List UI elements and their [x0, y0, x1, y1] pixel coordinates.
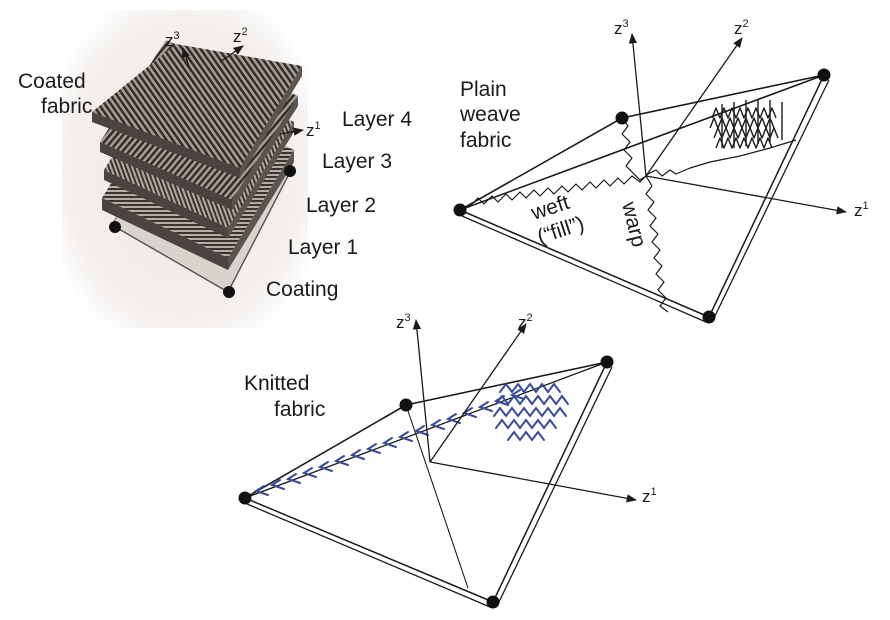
knit-z2-axis: [429, 323, 527, 463]
plain-edge-left-top: [459, 117, 623, 211]
knit-edge-bottom: [244, 497, 494, 603]
layer-4-label: Layer 4: [342, 108, 412, 131]
knit-z1-label: z1: [642, 486, 657, 506]
knit-z3-label: z3: [396, 312, 411, 332]
layer-3-label: Layer 3: [322, 150, 392, 173]
layer-4-top: [92, 44, 302, 168]
layer-4-side-right: [240, 66, 302, 178]
knit-stitch-row: [253, 389, 525, 496]
warp-yarn: [621, 117, 669, 313]
knit-edge-diag: [244, 361, 608, 499]
coated-title-line1: Coated: [18, 70, 86, 93]
plain-edge-top: [621, 74, 825, 119]
knit-edge-right: [492, 361, 608, 603]
knitted-panel: z3 z2 z1 Knitted fabric: [238, 312, 657, 609]
plain-title-line1: Plain: [460, 78, 507, 101]
coated-z2-label: z2: [233, 26, 248, 46]
weft-yarn: [469, 173, 649, 207]
knit-z1-axis: [429, 461, 638, 503]
knit-z3-axis: [412, 318, 431, 463]
knit-edge-inner: [405, 404, 469, 589]
knit-title-line1: Knitted: [244, 372, 309, 395]
knit-edge-left-top: [244, 404, 407, 499]
layer-3-side: [100, 142, 232, 210]
layer-1-side-right: [228, 150, 294, 270]
layer-1-label: Layer 1: [288, 236, 358, 259]
plain-edge-bottom-inner: [461, 215, 707, 323]
knit-edge-bottom-inner: [246, 503, 491, 608]
coating-label: Coating: [266, 278, 338, 301]
plain-edge-right: [708, 74, 825, 318]
plain-weave-panel: z3 z2 z1 Plain weave fabric weft (“fill”…: [453, 18, 869, 324]
coating-edge: [111, 224, 229, 293]
layer-3-side-right: [232, 96, 298, 210]
coated-node-bottom: [223, 286, 235, 298]
plain-z2-axis: [645, 37, 743, 177]
coating-edge-right: [227, 171, 291, 293]
coated-z1-axis: [279, 127, 305, 136]
plain-title-line2: weave: [459, 103, 521, 126]
plain-z1-label: z1: [854, 200, 869, 220]
plain-z3-label: z3: [614, 18, 629, 38]
coated-node-left: [109, 221, 121, 233]
knit-stitch-patch: [493, 382, 569, 442]
plain-z2-label: z2: [734, 18, 749, 38]
coated-node-right: [284, 165, 296, 177]
layer-4-side: [92, 112, 240, 178]
coated-fabric-panel: z3 z2 z1 Coated fabric Layer 4 Layer 3 L…: [18, 10, 412, 328]
plain-weave-patch: [709, 100, 783, 149]
layer-2-label: Layer 2: [306, 194, 376, 217]
coated-z1-label: z1: [306, 120, 321, 140]
warp-label: warp: [617, 199, 651, 250]
coated-z3-axis: [181, 47, 191, 71]
plain-edge-bottom: [459, 209, 710, 318]
coated-z3-label: z3: [165, 30, 180, 50]
coated-z2-axis: [219, 45, 244, 63]
layer-2-side: [104, 170, 228, 238]
plain-node-top: [615, 111, 629, 125]
plain-node-bottom: [702, 310, 716, 324]
knit-z2-label: z2: [518, 312, 533, 332]
plain-node-right: [817, 68, 831, 82]
plain-title-line3: fabric: [460, 129, 511, 152]
knit-node-right: [600, 355, 614, 369]
knit-node-left: [238, 491, 252, 505]
knit-title-line2: fabric: [274, 398, 325, 421]
coated-title-line2: fabric: [41, 95, 92, 118]
plain-edge-diag: [459, 74, 825, 211]
plain-node-left: [453, 203, 467, 217]
knit-node-bottom: [486, 595, 500, 609]
knit-node-top: [399, 398, 413, 412]
layer-1-side: [102, 198, 228, 270]
weft-yarn-right: [647, 139, 797, 177]
plain-z1-axis: [645, 175, 848, 215]
plain-z3-axis: [628, 32, 647, 177]
layer-2-side-right: [228, 122, 294, 238]
